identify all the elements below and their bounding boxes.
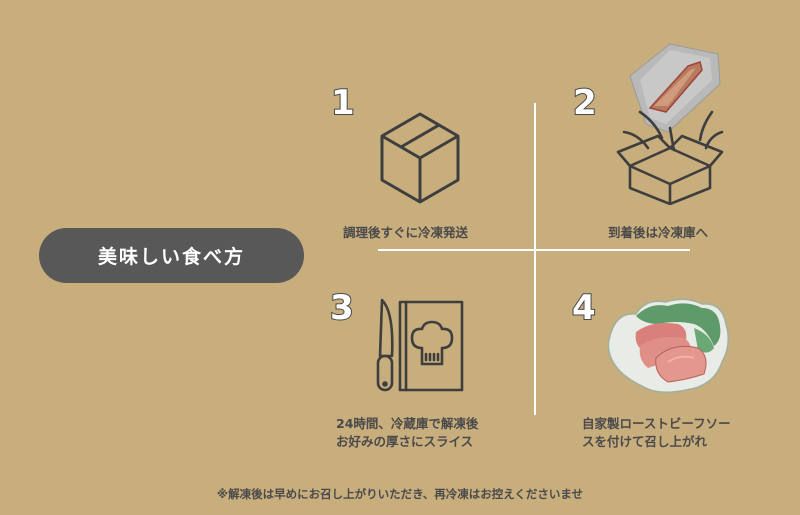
step-caption: 到着後は冷凍庫へ bbox=[608, 224, 708, 242]
cardboard-box-icon bbox=[380, 112, 460, 204]
step-caption: 自家製ローストビーフソー スを付けて召し上がれ bbox=[582, 415, 731, 451]
caption-line: 24時間、冷蔵庫で解凍後 bbox=[336, 416, 479, 431]
caption-line: お好みの厚さにスライス bbox=[336, 434, 474, 449]
caption-line: 調理後すぐに冷凍発送 bbox=[343, 225, 469, 240]
vertical-divider bbox=[534, 103, 536, 415]
roast-beef-plate-icon bbox=[607, 298, 729, 393]
step-number: 1 bbox=[330, 83, 356, 123]
step-number: 4 bbox=[571, 288, 597, 328]
caption-line: 自家製ローストビーフソー bbox=[582, 416, 731, 431]
caption-line: スを付けて召し上がれ bbox=[582, 434, 708, 449]
footnote: ※解凍後は早めにお召し上がりいただき、再冷凍はお控えくださいませ bbox=[216, 487, 584, 501]
step-number: 3 bbox=[329, 288, 355, 328]
open-box-with-vacuum-packed-beef-icon bbox=[616, 43, 724, 205]
step-caption: 調理後すぐに冷凍発送 bbox=[343, 224, 468, 242]
step-caption: 24時間、冷蔵庫で解凍後 お好みの厚さにスライス bbox=[336, 415, 478, 451]
how-to-enjoy-badge: 美味しい食べ方 bbox=[39, 228, 304, 283]
horizontal-divider bbox=[378, 249, 690, 251]
badge-label: 美味しい食べ方 bbox=[97, 246, 245, 268]
caption-line: 到着後は冷凍庫へ bbox=[608, 225, 709, 240]
knife-and-recipe-book-icon bbox=[376, 298, 464, 392]
step-number: 2 bbox=[572, 83, 598, 123]
